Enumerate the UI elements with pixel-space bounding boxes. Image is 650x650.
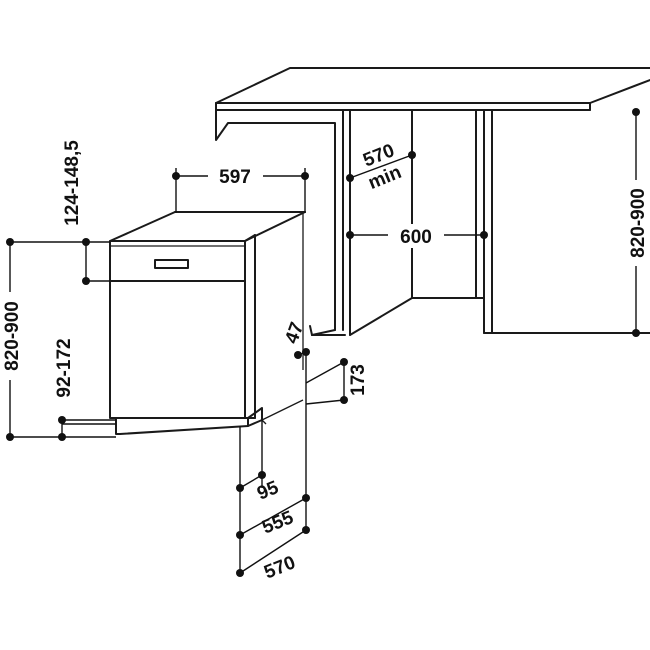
label-door-offset: 47 — [281, 320, 308, 347]
dimension-plinth-height: 92-172 — [54, 338, 116, 441]
dimension-body-depth: 555 — [236, 494, 310, 539]
dimension-plinth-depth: 173 — [305, 358, 369, 405]
label-niche-width: 600 — [400, 227, 432, 248]
label-foot-setback: 95 — [254, 477, 282, 505]
label-unit-height: 820-900 — [2, 301, 23, 371]
dimension-niche-height: 820-900 — [626, 108, 649, 337]
label-body-depth: 555 — [259, 507, 297, 539]
dishwasher — [109, 211, 306, 419]
label-top-gap: 124-148,5 — [62, 140, 83, 226]
right-cabinet — [475, 109, 650, 334]
dimension-counter-depth: 570 min — [346, 140, 416, 194]
door-panel — [109, 280, 246, 419]
depth-dimension-extension-lines — [239, 372, 307, 573]
dimension-unit-width: 597 — [172, 164, 309, 213]
label-plinth-height: 92-172 — [54, 338, 75, 397]
label-niche-height: 820-900 — [628, 188, 649, 258]
dimension-foot-setback: 95 — [236, 471, 282, 505]
niche-back-wall — [349, 109, 477, 336]
control-panel-handle — [154, 259, 189, 269]
label-total-depth: 570 — [261, 552, 298, 583]
dimension-top-gap: 124-148,5 — [62, 140, 110, 285]
left-cabinet-side-panel — [215, 109, 351, 336]
dimension-door-offset: 47 — [281, 320, 310, 372]
dimension-niche-width: 600 — [346, 224, 488, 248]
label-unit-width: 597 — [219, 167, 251, 188]
countertop — [215, 67, 650, 111]
label-plinth-depth: 173 — [348, 364, 369, 396]
